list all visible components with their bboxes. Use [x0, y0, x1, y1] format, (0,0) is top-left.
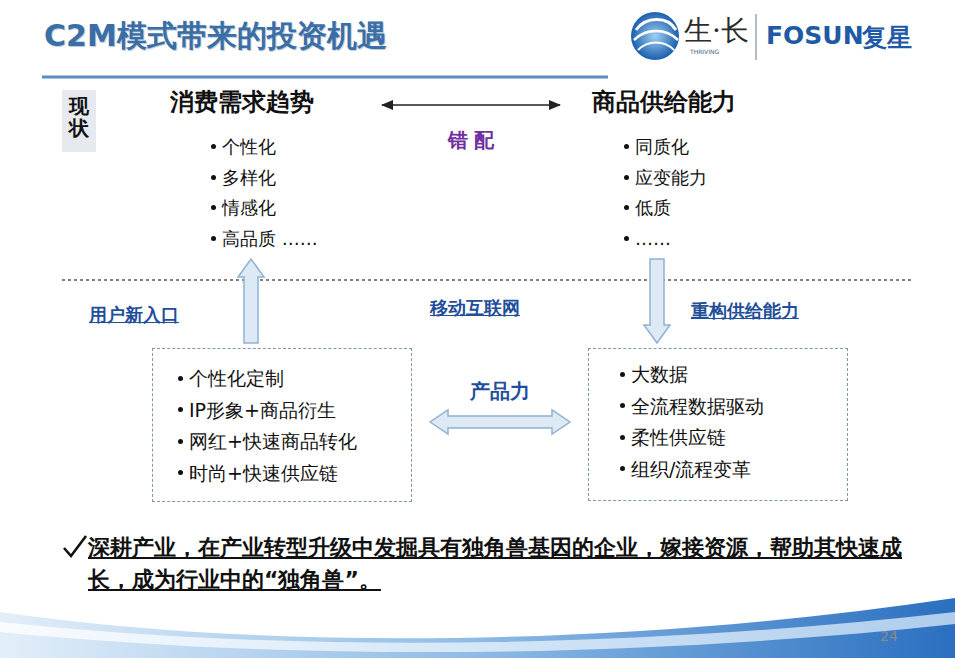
group-heading: 消费需求趋势: [170, 86, 350, 118]
bullet-item: 同质化: [635, 132, 762, 163]
bullet-item: 组织/流程变革: [631, 454, 831, 486]
edge-label: 错 配: [445, 127, 498, 154]
group-heading: 用户新入口: [89, 303, 179, 327]
supply-box: 重构供给能力大数据全流程数据驱动柔性供应链组织/流程变革: [588, 348, 848, 501]
bullet-item: 低质: [635, 193, 762, 224]
section-divider: [62, 279, 912, 280]
bullet-item: 多样化: [222, 163, 350, 194]
logo-tagline: THRIVING: [690, 48, 719, 55]
group-heading: 重构供给能力: [691, 299, 799, 323]
group-heading: 商品供给能力: [592, 86, 762, 118]
bullet-item: 情感化: [222, 193, 350, 224]
page-number: 24: [880, 628, 898, 644]
logo-stroke: [634, 31, 678, 40]
bullet-item: 个性化定制: [189, 363, 395, 395]
edge-label: 产品力: [467, 378, 533, 405]
footer-wave: [0, 598, 955, 658]
bullet-item: 时尚+快速供应链: [189, 458, 395, 490]
bullet-item: 高品质 ……: [222, 224, 350, 255]
logo-disc: [631, 12, 679, 60]
bullet-item: 网红+快速商品转化: [189, 426, 395, 458]
bullet-item: 个性化: [222, 132, 350, 163]
block-arrow: [644, 259, 670, 343]
bullet-item: 大数据: [631, 359, 831, 391]
brand-name: FOSUN: [766, 21, 864, 50]
logo-swirl: [631, 12, 679, 60]
bullet-item: 应变能力: [635, 163, 762, 194]
logo-stroke: [638, 43, 674, 51]
logo-stroke: [636, 20, 676, 31]
status-tag: 现状: [62, 90, 96, 152]
title-rule: [42, 76, 608, 79]
check-mark: [64, 536, 86, 556]
slide-title: C2M模式带来的投资机遇: [44, 16, 387, 57]
status-label: 现状: [69, 95, 89, 139]
footer-wave: [0, 612, 955, 652]
bullet-item: IP形象+商品衍生: [189, 395, 395, 427]
bullet-item: 全流程数据驱动: [631, 391, 831, 423]
logo-text: 生·长: [684, 12, 749, 50]
trend-group: 消费需求趋势个性化多样化情感化高品质 ……: [170, 86, 350, 254]
channel-label: 移动互联网: [430, 296, 520, 320]
conclusion-note: 深耕产业，在产业转型升级中发掘具有独角兽基因的企业，嫁接资源，帮助其快速成长，成…: [88, 532, 938, 596]
brand-name: 复星: [862, 21, 912, 54]
bullet-item: 柔性供应链: [631, 422, 831, 454]
bullet-item: ……: [635, 224, 762, 255]
block-arrow: [430, 410, 570, 434]
mismatch-arrow: [382, 104, 560, 105]
block-arrow: [238, 259, 264, 343]
entry-box: 用户新入口个性化定制IP形象+商品衍生网红+快速商品转化时尚+快速供应链: [152, 348, 412, 502]
logo-divider: [755, 14, 757, 60]
supply-group: 商品供给能力同质化应变能力低质……: [592, 86, 762, 254]
